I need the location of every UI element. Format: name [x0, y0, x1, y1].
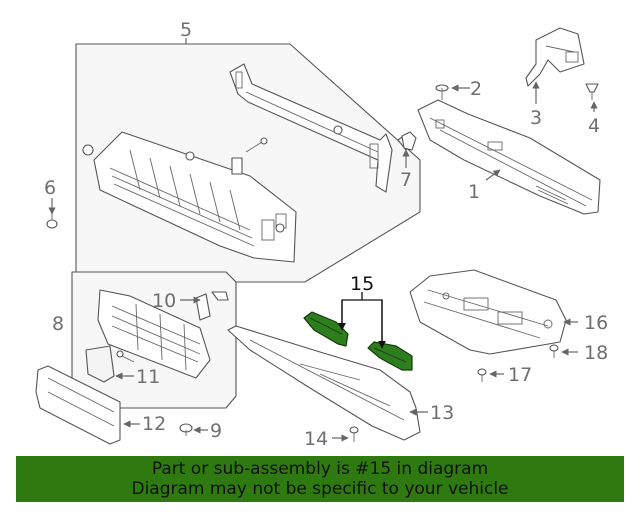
callout-3: 3	[530, 107, 542, 129]
part-4-clip	[585, 83, 599, 100]
active-grille-shutter	[82, 131, 297, 263]
callout-4: 4	[588, 115, 600, 137]
part-7-clip	[401, 131, 417, 151]
callout-14: 14	[304, 428, 328, 450]
part-3-bracket	[525, 27, 585, 87]
callout-1: 1	[468, 181, 480, 203]
part-9-screw	[179, 423, 193, 436]
callout-16: 16	[584, 312, 608, 334]
callout-9: 9	[210, 420, 222, 442]
callout-6: 6	[44, 177, 56, 199]
callout-17: 17	[508, 364, 532, 386]
part-13-splash-shield	[227, 325, 421, 441]
callout-8: 8	[52, 313, 64, 335]
part-17-pin	[477, 368, 487, 382]
leader-15	[338, 292, 386, 349]
callout-10: 10	[152, 290, 176, 312]
leader-lines	[48, 81, 598, 442]
part-11-bracket	[85, 345, 135, 383]
banner-line-2: Diagram may not be specific to your vehi…	[131, 479, 509, 499]
banner-line-1: Part or sub-assembly is #15 in diagram	[151, 459, 489, 479]
info-banner: Part or sub-assembly is #15 in diagram D…	[16, 456, 624, 502]
callout-11: 11	[136, 366, 160, 388]
part-15-deflector-right[interactable]	[367, 341, 413, 371]
part-2-push-pin	[435, 84, 449, 100]
part-15-deflector-left[interactable]	[303, 311, 349, 347]
part-14-pin	[349, 426, 359, 442]
callout-7: 7	[400, 169, 412, 191]
part-16-underbody-shield	[409, 269, 567, 355]
callout-15: 15	[350, 273, 374, 295]
lower-shutter	[97, 289, 211, 379]
callout-12: 12	[142, 413, 166, 435]
part-12-lower-grille	[35, 365, 121, 445]
callout-18: 18	[584, 342, 608, 364]
part-18-pin	[549, 344, 559, 358]
part-6-bolt	[46, 206, 58, 229]
callouts: 1 2 3 4 5 6 7 8 9 10 11 12 13 14 15 16 1…	[44, 19, 608, 450]
callout-5: 5	[180, 19, 192, 41]
upper-tie-bar	[229, 63, 393, 193]
callout-2: 2	[470, 78, 482, 100]
callout-13: 13	[430, 402, 454, 424]
part-1-support-beam	[417, 99, 601, 215]
